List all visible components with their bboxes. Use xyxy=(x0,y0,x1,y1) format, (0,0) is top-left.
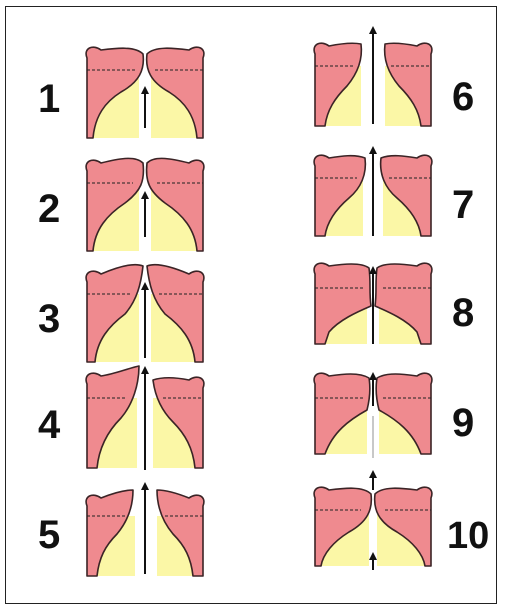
step-9-label: 9 xyxy=(452,401,474,445)
step-6-group xyxy=(314,26,432,126)
step-1-group xyxy=(86,47,204,138)
step-3-group xyxy=(86,265,204,362)
step-8-group xyxy=(314,263,432,344)
step-8-arrow-head xyxy=(369,266,377,274)
step-2-arrow-head xyxy=(141,191,149,199)
step-4-group xyxy=(86,366,204,470)
step-10-lower-arrow-head xyxy=(369,552,377,560)
step-6-label: 6 xyxy=(452,75,474,119)
step-9-arrow-head xyxy=(369,372,377,380)
step-4-arrow-head xyxy=(141,366,149,374)
step-3-arrow-head xyxy=(141,282,149,290)
step-7-arrow-head xyxy=(369,146,377,154)
step-1-label: 1 xyxy=(38,77,60,121)
step-5-group xyxy=(86,482,204,576)
step-8-label: 8 xyxy=(452,291,474,335)
step-7-label: 7 xyxy=(452,183,474,227)
step-7-group xyxy=(314,146,432,236)
step-1-arrow-head xyxy=(141,86,149,94)
step-3-label: 3 xyxy=(38,297,60,341)
step-10-group xyxy=(314,470,432,570)
step-5-arrow-head xyxy=(141,482,149,490)
step-9-group xyxy=(314,372,432,458)
step-2-label: 2 xyxy=(38,187,60,231)
step-10-upper-arrow-head xyxy=(369,470,377,478)
step-2-group xyxy=(86,158,204,251)
step-5-label: 5 xyxy=(38,513,60,557)
step-4-label: 4 xyxy=(38,403,61,447)
step-6-arrow-head xyxy=(369,26,377,34)
step-10-label: 10 xyxy=(447,515,489,557)
